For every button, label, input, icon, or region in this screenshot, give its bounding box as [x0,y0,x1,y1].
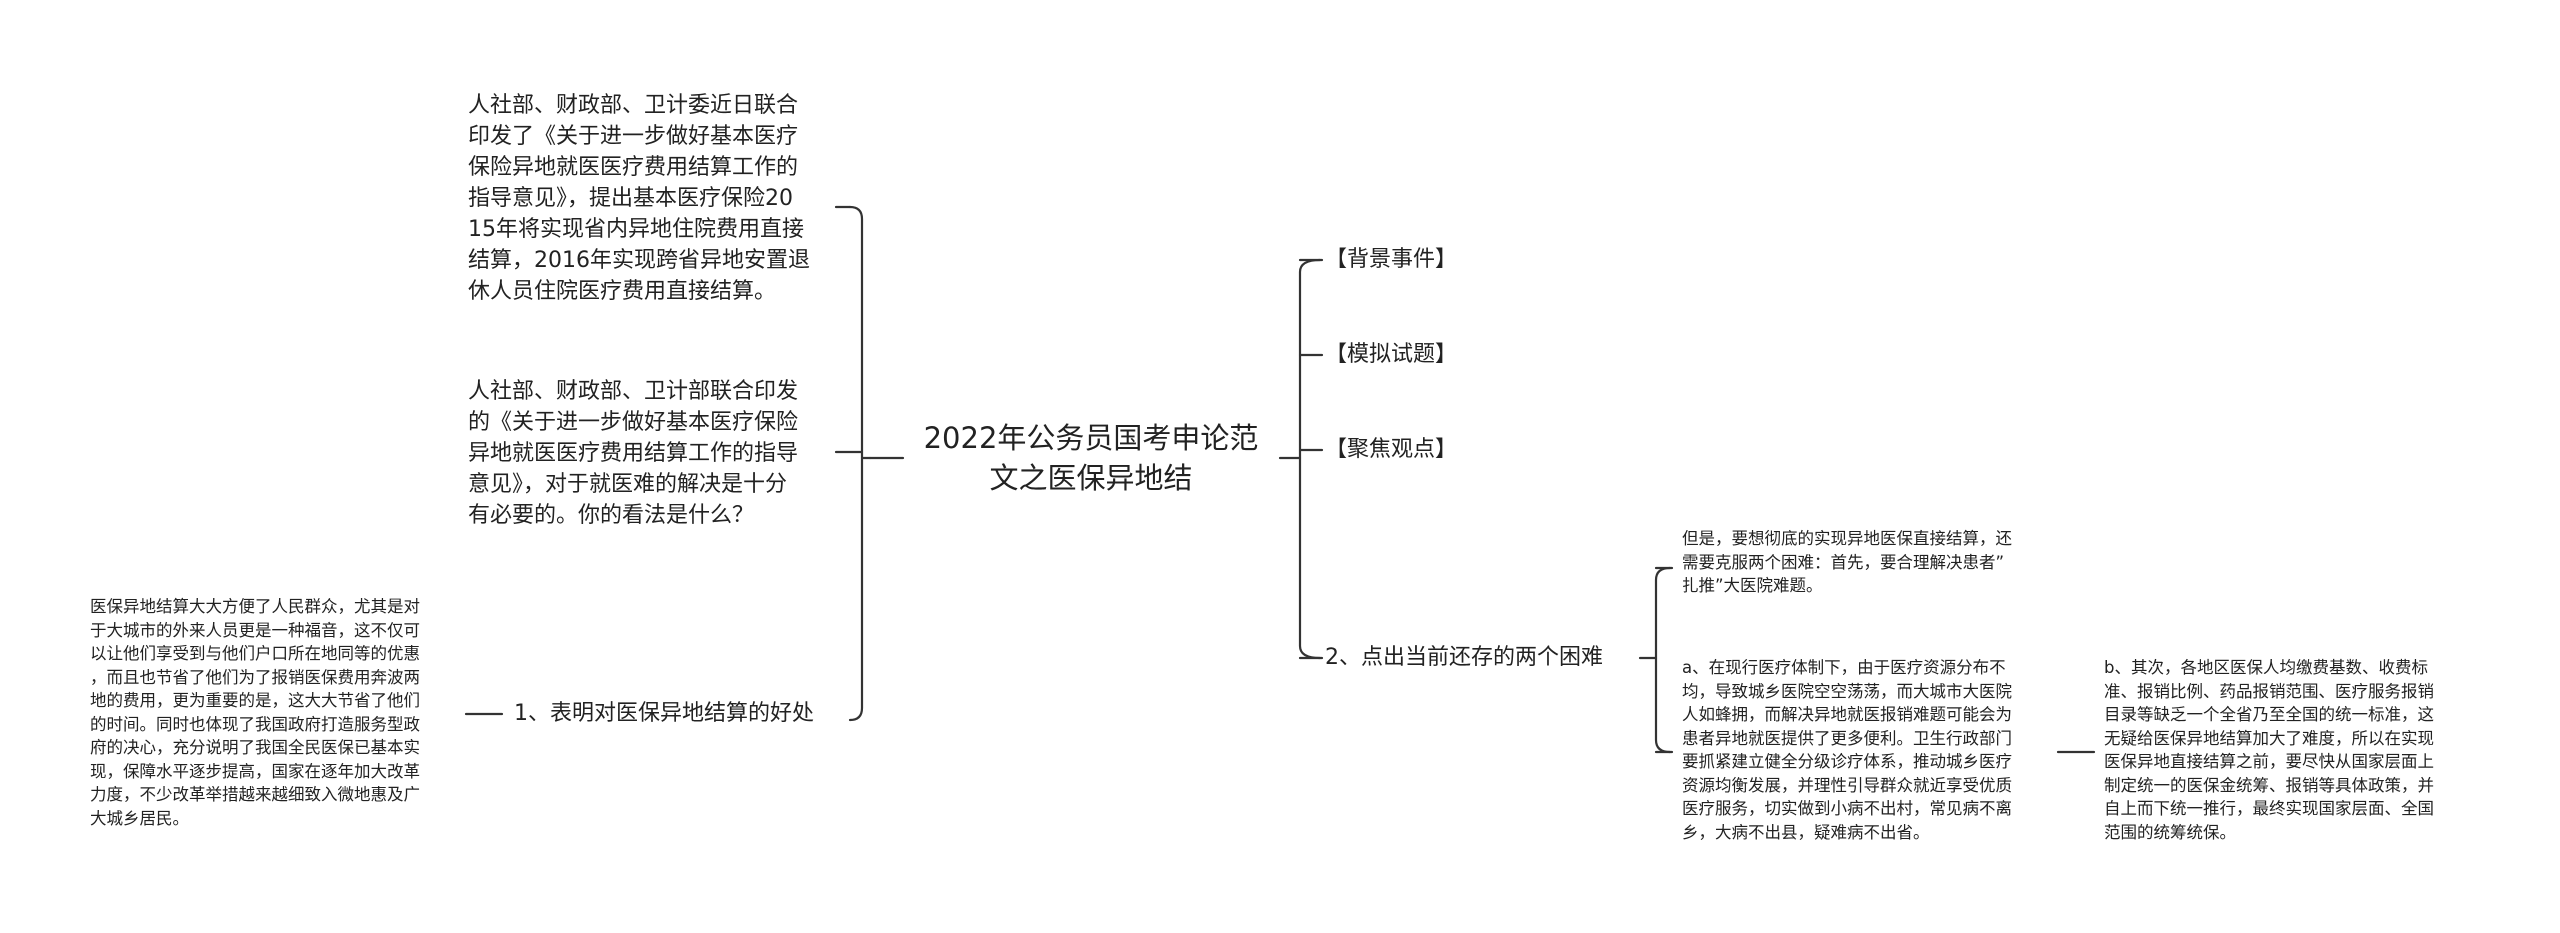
branch-2-point-b[interactable]: b、其次，各地区医保人均缴费基数、收费标 准、报销比例、药品报销范围、医疗服务报… [2104,658,2434,842]
branch-2-intro[interactable]: 但是，要想彻底的实现异地医保直接结算，还 需要克服两个困难：首先，要合理解决患者… [1682,529,2012,595]
left-paragraph-2[interactable]: 人社部、财政部、卫计部联合印发 的《关于进一步做好基本医疗保险 异地就医医疗费用… [468,379,799,528]
bracket-branch2 [1654,566,1672,754]
bracket-left [848,205,872,722]
branch-1-label[interactable]: 1、表明对医保异地结算的好处 [514,701,814,726]
left-paragraph-1[interactable]: 人社部、财政部、卫计委近日联合 印发了《关于进一步做好基本医疗 保险异地就医医疗… [468,93,810,304]
bracket-right [1298,258,1322,660]
branch-2-point-a[interactable]: a、在现行医疗体制下，由于医疗资源分布不 均，导致城乡医院空空荡荡，而大城市大医… [1682,658,2012,842]
right-topic-background[interactable]: 【背景事件】 [1325,247,1458,272]
right-topic-mock[interactable]: 【模拟试题】 [1325,342,1458,367]
branch-1-detail[interactable]: 医保异地结算大大方便了人民群众，尤其是对 于大城市的外来人员更是一种福音，这不仅… [90,597,420,828]
right-topic-focus[interactable]: 【聚焦观点】 [1325,437,1458,462]
branch-2-label[interactable]: 2、点出当前还存的两个困难 [1325,645,1603,670]
central-topic[interactable]: 2022年公务员国考申论范 文之医保异地结 [923,421,1259,495]
